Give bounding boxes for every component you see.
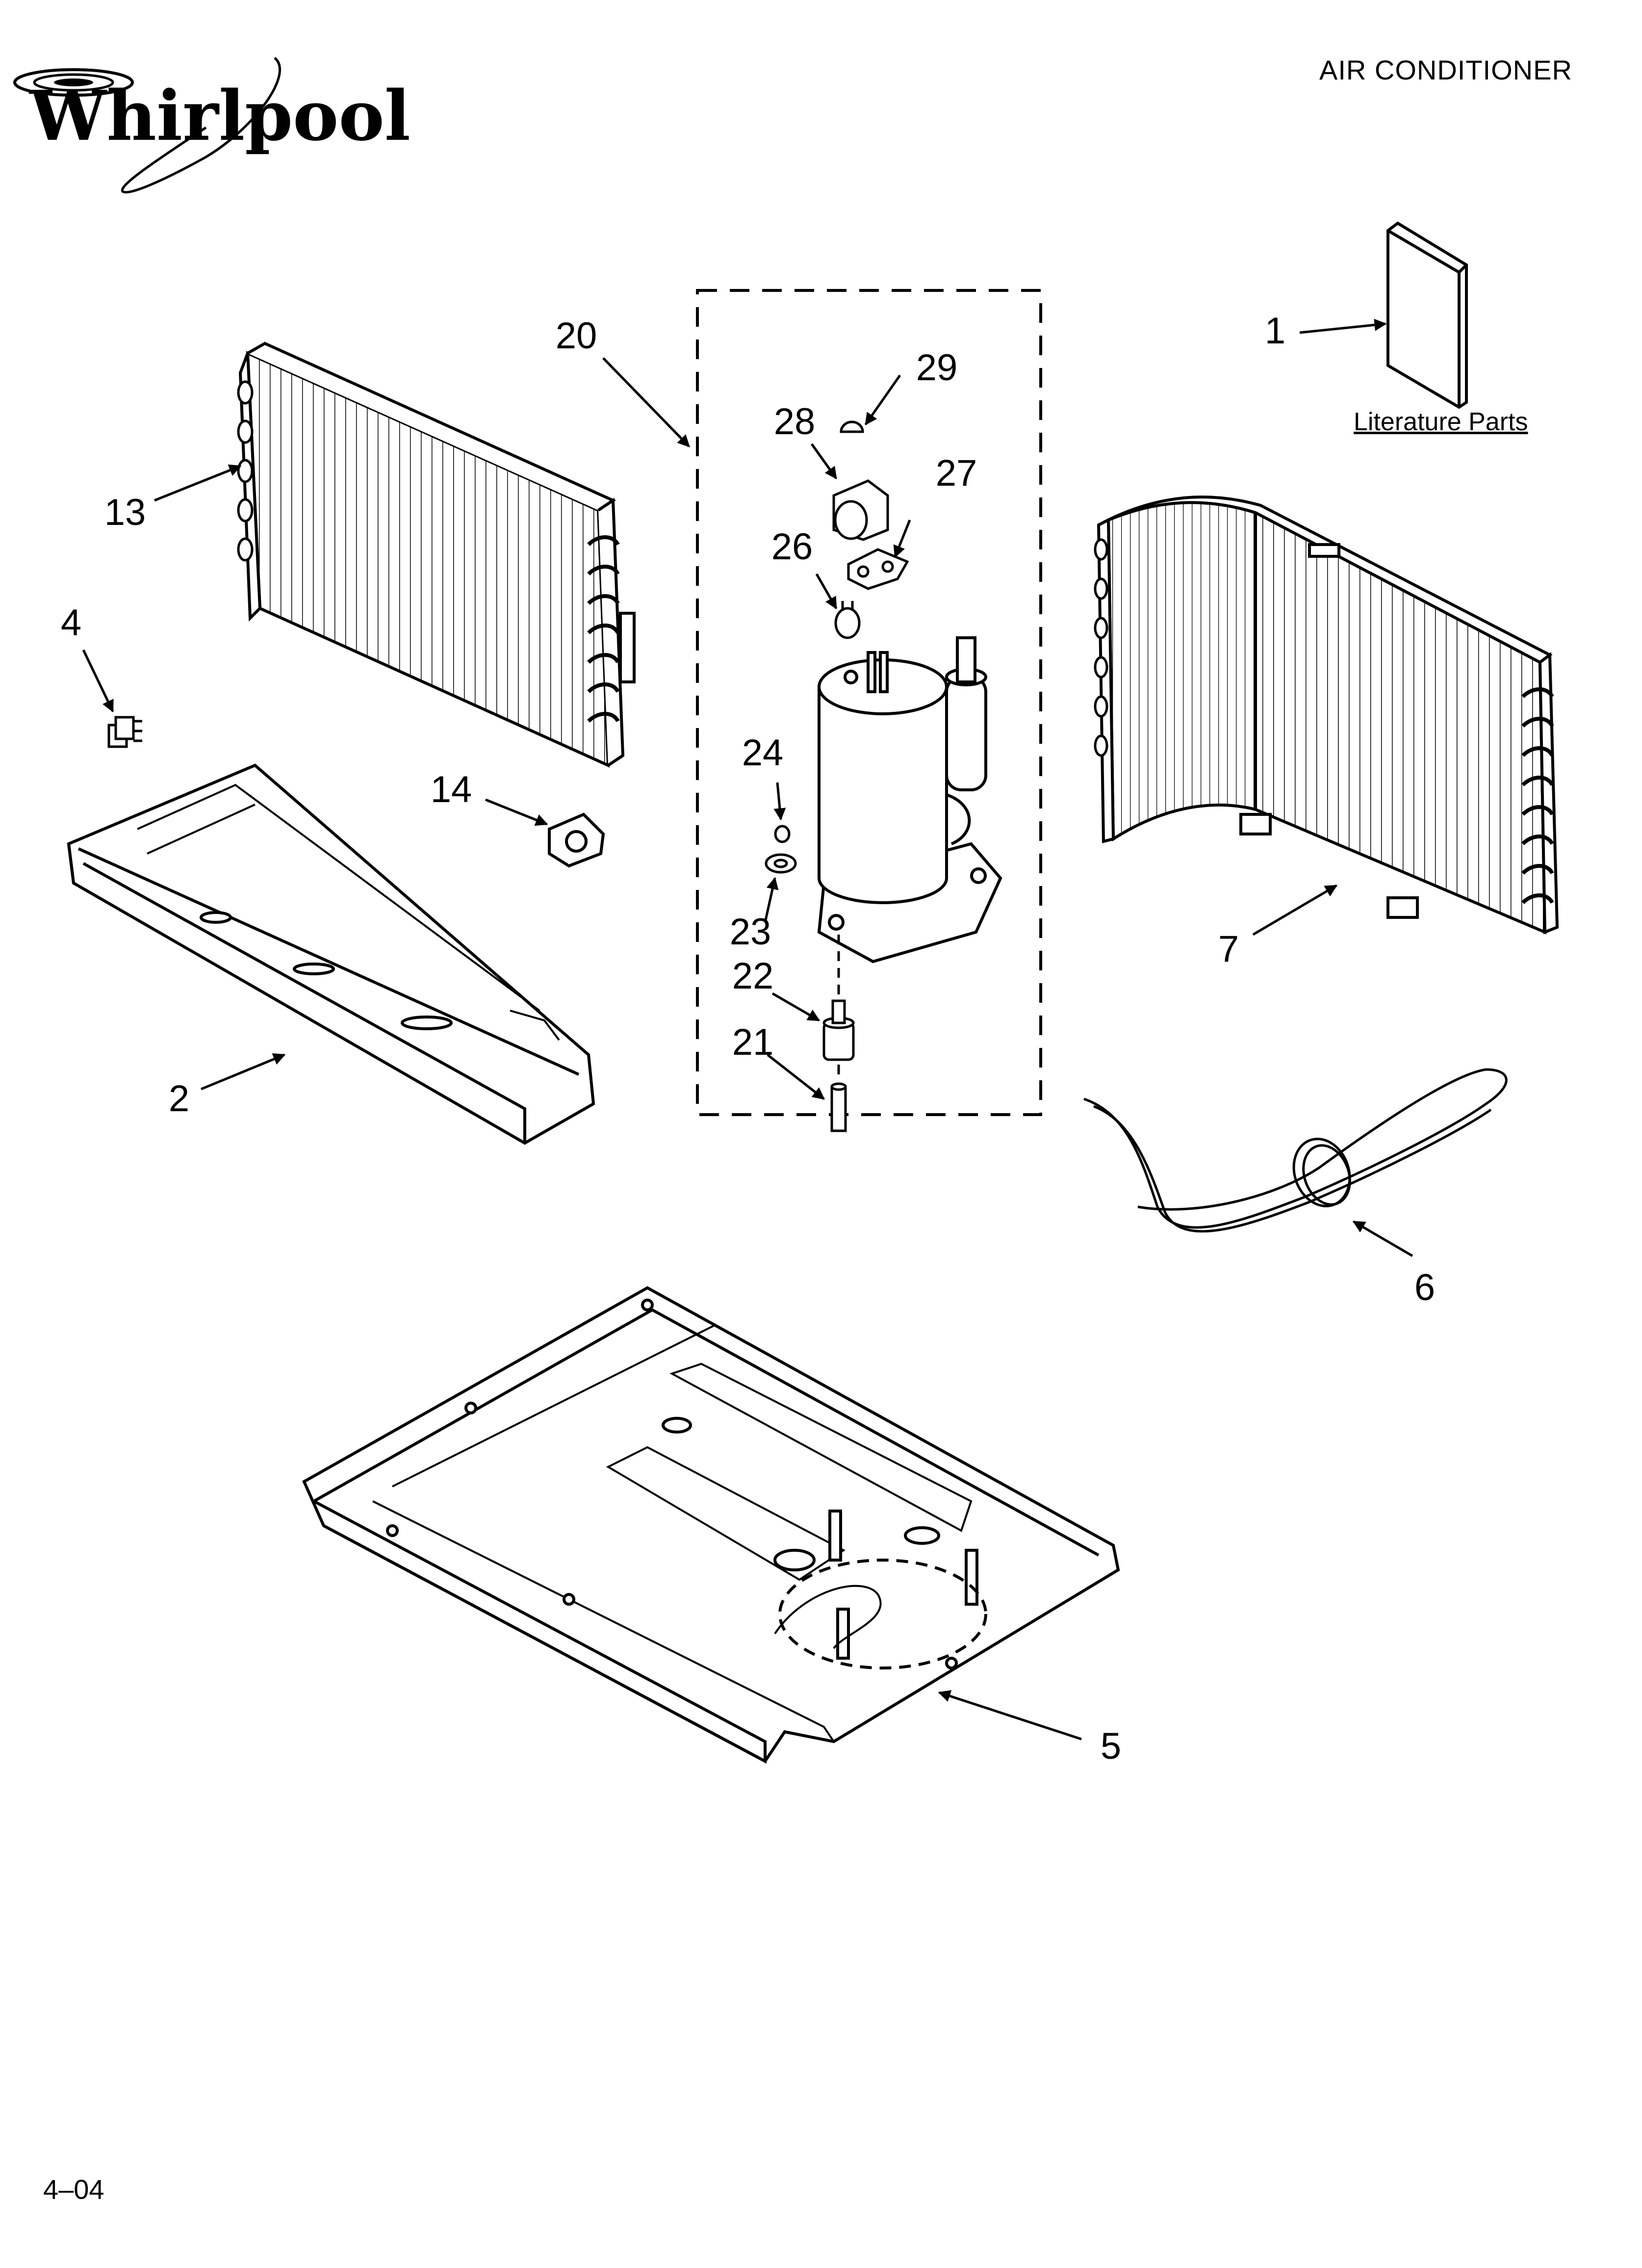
callout-1: 1 bbox=[1264, 310, 1286, 352]
callout-22: 22 bbox=[732, 955, 774, 997]
leader-arrows bbox=[82, 318, 1413, 1741]
callout-24: 24 bbox=[742, 732, 784, 774]
callout-13: 13 bbox=[104, 492, 146, 533]
callout-7: 7 bbox=[1218, 928, 1239, 970]
callout-4: 4 bbox=[60, 602, 82, 644]
part-6-capillary-tube bbox=[1083, 1068, 1508, 1233]
whirlpool-logo-text: Whirlpool bbox=[28, 76, 410, 156]
callout-26: 26 bbox=[771, 526, 813, 568]
part-22-mount bbox=[822, 999, 855, 1061]
part-2-tray bbox=[67, 763, 595, 1145]
page-title: AIR CONDITIONER bbox=[1319, 54, 1572, 85]
part-28-terminal-cover bbox=[832, 479, 889, 541]
part-5-base-pan bbox=[302, 1286, 1120, 1764]
part-27-gasket bbox=[847, 548, 909, 590]
literature-parts-label: Literature Parts bbox=[1354, 408, 1528, 436]
footer-code: 4–04 bbox=[43, 2174, 104, 2205]
callout-27: 27 bbox=[935, 452, 977, 494]
part-29-cap bbox=[840, 420, 864, 433]
callout-23: 23 bbox=[729, 911, 771, 953]
part-20-compressor-group bbox=[696, 289, 1042, 1116]
part-24-bushing bbox=[774, 825, 791, 843]
part-4-switch bbox=[107, 716, 142, 748]
part-1-literature bbox=[1386, 221, 1468, 409]
callout-5: 5 bbox=[1100, 1725, 1122, 1767]
callout-28: 28 bbox=[773, 401, 816, 443]
part-14-bracket bbox=[548, 812, 605, 868]
compressor-body bbox=[817, 636, 1002, 964]
callout-14: 14 bbox=[430, 769, 472, 810]
part-26-terminal bbox=[834, 601, 861, 639]
whirlpool-logo: Whirlpool bbox=[13, 57, 410, 194]
callout-29: 29 bbox=[916, 347, 958, 389]
callout-20: 20 bbox=[555, 315, 597, 357]
part-13-condenser-coil bbox=[237, 341, 636, 768]
part-23-grommet bbox=[765, 853, 797, 874]
part-7-evaporator-coil bbox=[1094, 495, 1559, 935]
callout-21: 21 bbox=[732, 1021, 774, 1063]
part-21-pin bbox=[830, 1082, 847, 1132]
callout-6: 6 bbox=[1414, 1267, 1436, 1308]
callout-2: 2 bbox=[168, 1078, 190, 1120]
